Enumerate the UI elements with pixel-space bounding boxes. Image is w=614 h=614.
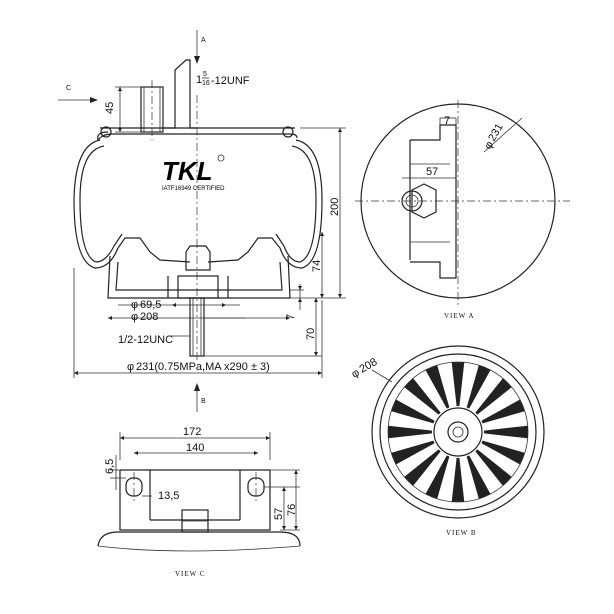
dim-45: 45 — [104, 102, 116, 114]
arrow-b-label: B — [201, 398, 206, 405]
top-bead-plate — [97, 131, 298, 142]
view-b-outer — [371, 345, 545, 519]
view-b: φ 208 VIEW B — [350, 345, 545, 537]
view-c-dim-172: 172 — [183, 426, 201, 438]
view-a-dim-7: 7 — [444, 115, 450, 127]
view-b-label: VIEW B — [446, 529, 477, 537]
view-b-rib — [404, 449, 441, 486]
thread-bottom-label: 1/2-12UNC — [118, 334, 173, 346]
view-c-dim-76: 76 — [286, 504, 298, 516]
view-b-rib — [451, 457, 465, 502]
view-c-dim-13-5: 13,5 — [158, 490, 179, 502]
view-b-rib — [475, 449, 512, 486]
view-c-label: VIEW C — [175, 570, 206, 578]
piston-body — [107, 255, 291, 299]
view-b-rib — [425, 365, 450, 409]
arrow-a-label: A — [201, 37, 206, 44]
dim-7: 7 — [285, 314, 297, 320]
view-a-dim-57: 57 — [426, 166, 438, 178]
view-b-rib — [475, 378, 512, 415]
bellow-left — [73, 139, 191, 269]
view-a: 7 57 φ 231 VIEW A — [355, 100, 570, 320]
brand-logo: TKL — [162, 156, 213, 186]
arrow-c-label: C — [66, 85, 71, 92]
view-b-ribs — [388, 362, 528, 502]
view-b-rib — [404, 378, 441, 415]
view-b-rib — [391, 440, 435, 465]
view-c-body — [119, 470, 271, 531]
certification-text: IATF16949 CERTIFIED — [162, 186, 225, 192]
thread-top-whole: 1 — [196, 74, 202, 86]
view-a-nut — [411, 183, 437, 219]
dia-phi-2: φ — [131, 311, 138, 323]
bottom-phi: φ — [127, 361, 134, 373]
thread-top-frac-num: 5 — [203, 71, 207, 78]
view-b-rib — [481, 440, 525, 465]
main-side-view: A C 45 1 5 16 -12UNF TKL — [58, 30, 346, 412]
view-b-rib — [451, 362, 465, 407]
top-bracket — [163, 59, 196, 129]
dia-208: 208 — [140, 311, 158, 323]
thread-top-frac-den: 16 — [202, 80, 210, 87]
dim-200: 200 — [329, 198, 341, 216]
view-c: 172 140 6,5 13,5 57 76 — [97, 426, 301, 578]
thread-top-label: -12UNF — [211, 75, 250, 87]
bellow-right — [207, 139, 323, 269]
view-b-rib — [425, 455, 450, 499]
view-b-rib — [481, 399, 525, 424]
view-b-rib — [466, 365, 491, 409]
view-a-label: VIEW A — [444, 312, 475, 320]
view-b-rib — [466, 455, 491, 499]
view-c-dim-6-5: 6,5 — [104, 459, 116, 474]
view-b-rib — [388, 425, 433, 439]
dia-phi-1: φ — [131, 299, 138, 311]
view-c-base — [97, 531, 301, 547]
dim-74: 74 — [311, 260, 323, 272]
bottom-overall-dim: 231(0.75MPa,MA x290 ± 3) — [136, 361, 270, 373]
view-a-dia: 231 — [486, 122, 506, 144]
view-b-rib — [483, 425, 528, 439]
dim-70: 70 — [305, 328, 317, 340]
view-a-bracket — [409, 124, 457, 279]
view-c-dim-140: 140 — [186, 442, 204, 454]
view-b-rib — [391, 399, 435, 424]
view-c-dim-57: 57 — [273, 508, 285, 520]
dia-69-5: 69,5 — [140, 299, 161, 311]
